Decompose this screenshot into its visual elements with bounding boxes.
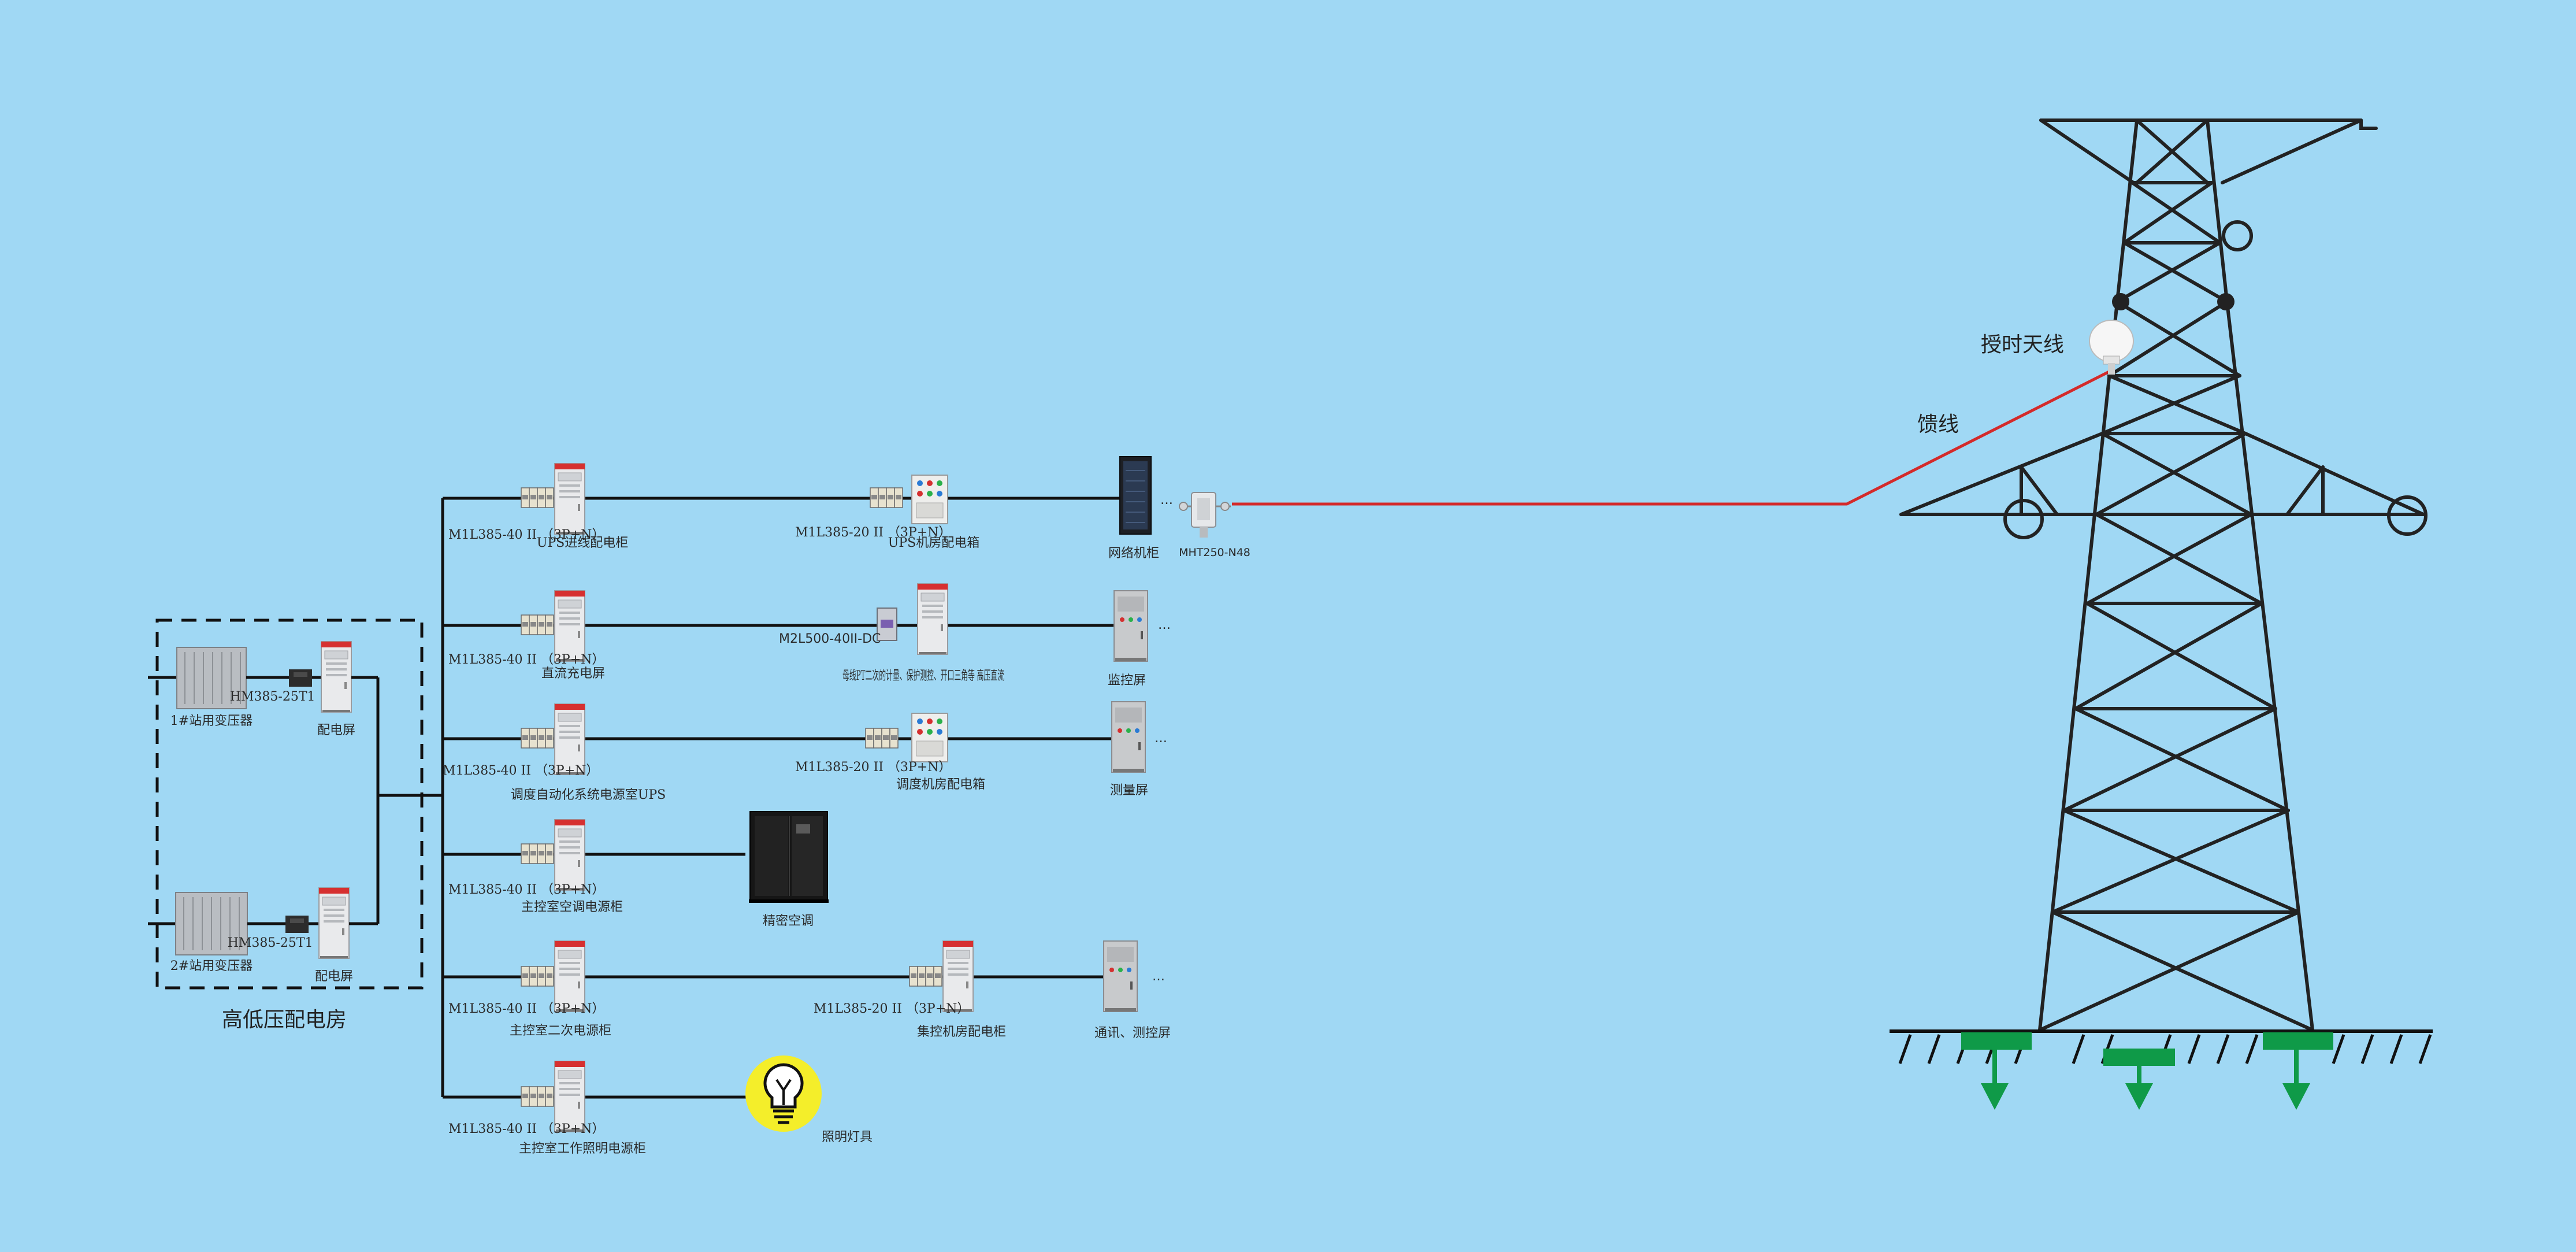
precision-air-conditioner	[749, 811, 829, 903]
branch-5-end-cabinet	[1103, 940, 1138, 1012]
branch-1-ellipsis: …	[1160, 493, 1173, 508]
branch-4-end-label: 精密空调	[763, 914, 814, 928]
feeder-label: 馈线	[1917, 413, 1959, 436]
room-boundary	[155, 618, 424, 990]
branch-2-end-label: 监控屏	[1108, 673, 1146, 688]
branch-3-mid-panel-label: 调度机房配电箱	[896, 777, 985, 792]
grounding-system	[1890, 1029, 2433, 1110]
transformer-1: 1#站用变压器	[148, 647, 289, 728]
branch-6-spd-label: M1L385-40 II （3P+N）	[448, 1122, 604, 1136]
branch-3-spd-label: M1L385-40 II （3P+N）	[443, 764, 599, 778]
branch-dispatch: M1L385-40 II （3P+N） 调度自动化系统电源室UPS M1L385…	[443, 701, 1167, 802]
branch-1-spd-label: M1L385-40 II （3P+N）	[448, 528, 604, 542]
branch-6-panel	[554, 1061, 585, 1132]
branch-4-spd	[521, 843, 554, 864]
branch-2-panel-label: 直流充电屏	[541, 666, 605, 681]
branch-2-spd-label: M1L385-40 II （3P+N）	[448, 653, 604, 667]
branch-2-ellipsis: …	[1158, 618, 1171, 632]
branch-5-mid-panel-label: 集控机房配电柜	[917, 1025, 1006, 1039]
branch-1-mid-box	[911, 475, 948, 524]
transformer-1-panel-label: 配电屏	[317, 723, 355, 738]
branch-5-mid-spd-label: M1L385-20 II （3P+N）	[814, 1002, 970, 1016]
branch-1-spd	[521, 487, 554, 508]
branch-3-mid-box	[911, 713, 948, 762]
branch-lighting: M1L385-40 II （3P+N） 主控室工作照明电源柜 照明灯具	[443, 1055, 873, 1156]
transformer-1-label: 1#站用变压器	[170, 714, 253, 728]
branch-3-mid-spd	[865, 728, 899, 749]
branch-5-spd	[521, 966, 554, 987]
lightning-arrester	[1179, 492, 1231, 538]
transformer-2: 2#站用变压器	[148, 892, 285, 973]
transformer-2-panel	[318, 887, 350, 959]
branch-3-panel-label: 调度自动化系统电源室UPS	[511, 788, 666, 802]
room-title: 高低压配电房	[222, 1008, 347, 1032]
feeder-line	[1232, 369, 2111, 506]
light-bulb-icon	[745, 1055, 822, 1132]
transformer-2-label: 2#站用变压器	[170, 959, 253, 973]
branch-1-panel	[554, 463, 585, 535]
branch-1-mid-panel-label: UPS机房配电箱	[888, 536, 979, 550]
gps-antenna-icon	[2089, 320, 2134, 375]
branch-5-panel	[554, 940, 585, 1012]
distribution-room: 高低压配电房 1#站用变压器 HM385-25T1（4P） 配电屏	[148, 618, 443, 1032]
branch-5-mid-spd	[909, 966, 942, 987]
branch-6-panel-label: 主控室工作照明电源柜	[519, 1142, 646, 1156]
branch-1-panel-label: UPS进线配电柜	[537, 536, 628, 550]
branch-dc: M1L385-40 II （3P+N） 直流充电屏 M2L500-40II-DC…	[443, 583, 1171, 688]
branch-6-end-label: 照明灯具	[822, 1130, 873, 1144]
branch-5-spd-label: M1L385-40 II （3P+N）	[448, 1002, 604, 1016]
branch-5-panel-label: 主控室二次电源柜	[510, 1024, 611, 1038]
branch-1-mid-spd-label: M1L385-20 II （3P+N）	[795, 525, 951, 540]
transmission-tower	[1899, 118, 2427, 1032]
antenna-label: 授时天线	[1981, 333, 2064, 357]
branch-6-spd	[521, 1086, 554, 1107]
branch-2-mid-spd-label: M2L500-40II-DC	[779, 632, 881, 646]
branch-3-ellipsis: …	[1155, 731, 1167, 746]
branch-2-dc-spd	[877, 608, 897, 641]
branch-aircon: M1L385-40 II （3P+N） 主控室空调电源柜 精密空调	[443, 811, 829, 928]
branch-3-end-cabinet	[1111, 701, 1146, 773]
branch-2-mid-panel	[917, 583, 948, 655]
branch-secondary: M1L385-40 II （3P+N） 主控室二次电源柜 M1L385-20 I…	[443, 940, 1171, 1040]
branch-2-end-cabinet	[1113, 590, 1148, 662]
branch-5-ellipsis: …	[1152, 969, 1165, 984]
branch-1-mid-spd	[870, 487, 903, 508]
branch-4-spd-label: M1L385-40 II （3P+N）	[448, 883, 604, 897]
branch-3-spd	[521, 728, 554, 749]
branch-5-mid-panel	[942, 940, 974, 1012]
branch-3-mid-spd-label: M1L385-20 II （3P+N）	[795, 760, 951, 775]
network-cabinet	[1119, 456, 1152, 535]
branch-2-mid-panel-label: 母线PT二次的计量、保护测控、开口三角等 高压直流	[842, 669, 1004, 683]
transformer-1-panel	[321, 641, 352, 713]
transformer-2-panel-label: 配电屏	[315, 969, 353, 984]
branch-2-panel	[554, 590, 585, 662]
arrester-label: MHT250-N48	[1179, 546, 1250, 559]
branch-2-spd	[521, 614, 554, 635]
branch-3-end-label: 测量屏	[1110, 783, 1148, 798]
branch-4-panel-label: 主控室空调电源柜	[521, 900, 623, 914]
branch-1-end-label: 网络机柜	[1108, 546, 1159, 561]
branch-ups: M1L385-40 II （3P+N） UPS进线配电柜 M1L385-20 I…	[443, 456, 1250, 561]
branch-5-end-label: 通讯、测控屏	[1094, 1026, 1171, 1040]
branch-4-panel	[554, 819, 585, 891]
